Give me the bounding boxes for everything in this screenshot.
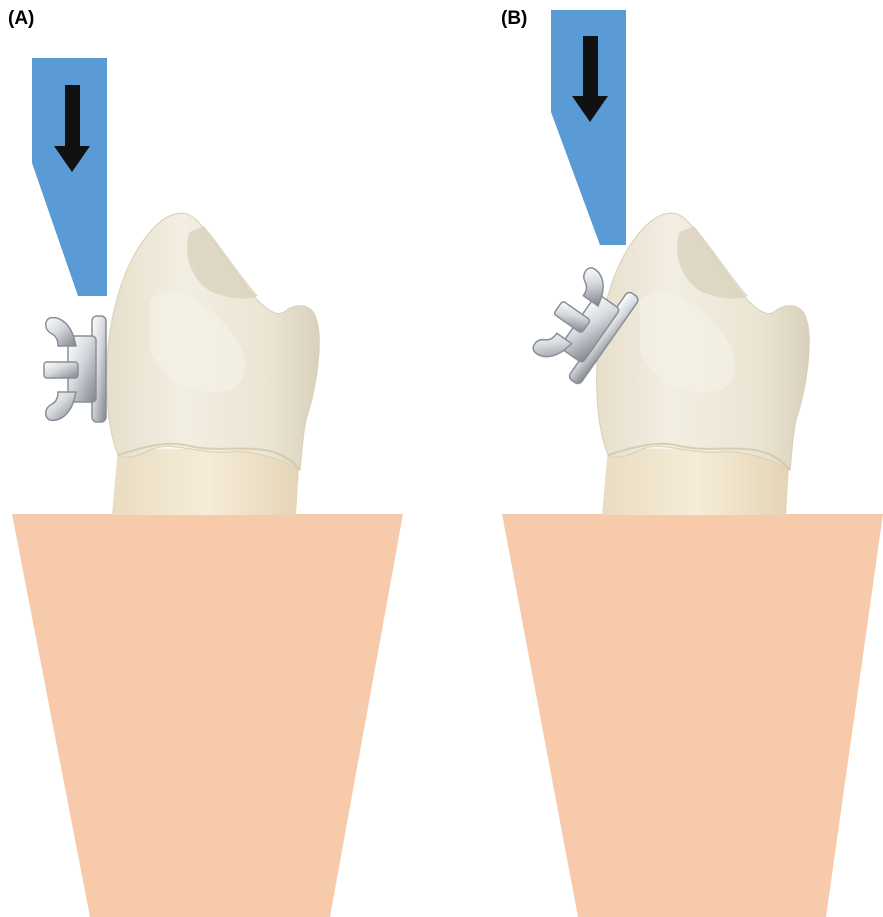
panel-a-base xyxy=(12,514,403,917)
panel-a xyxy=(12,58,403,917)
panel-b xyxy=(502,10,883,917)
panel-a-tooth xyxy=(107,213,320,515)
panel-b-tooth xyxy=(597,213,810,515)
panel-b-base xyxy=(502,514,883,917)
panel-a-bracket-icon xyxy=(44,316,106,422)
